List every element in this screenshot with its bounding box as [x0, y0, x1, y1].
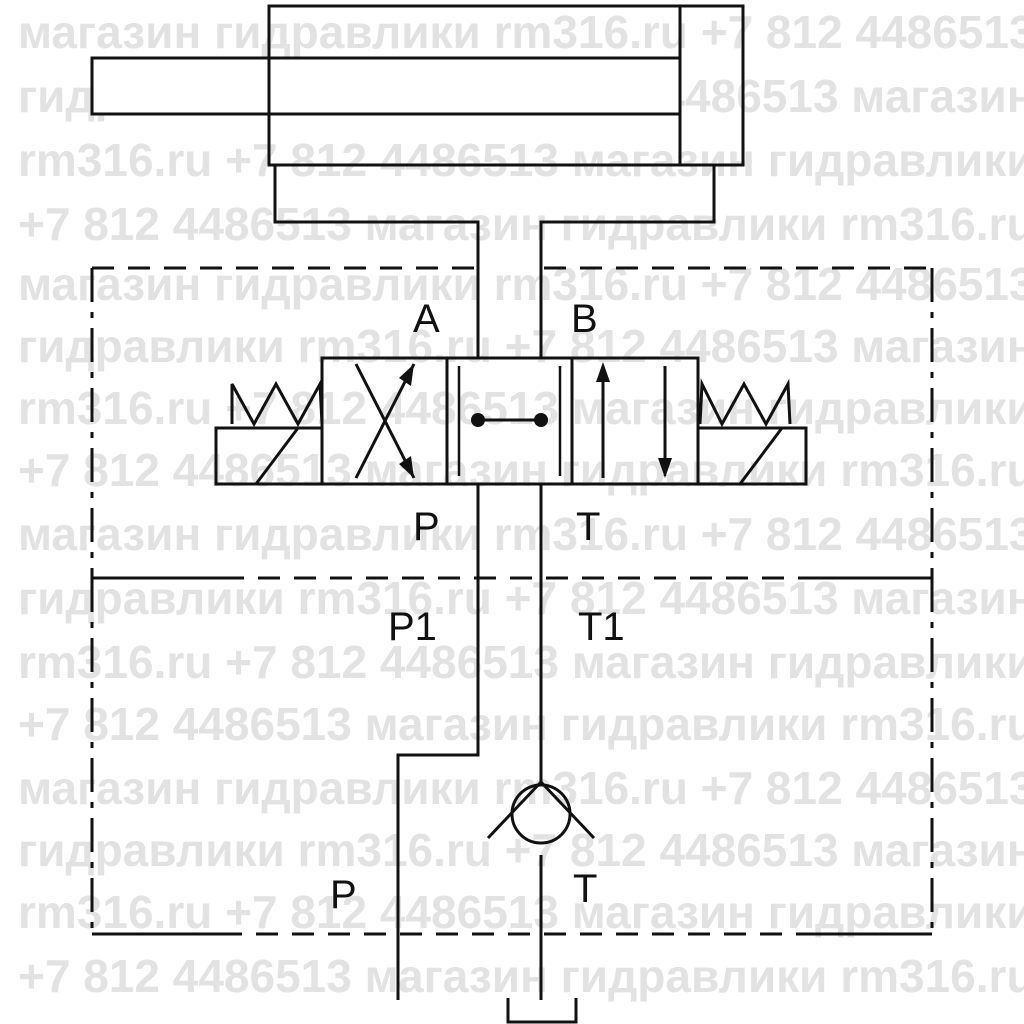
- watermark-line: магазин гидравлики rm316.ru +7 812 44865…: [18, 508, 1024, 560]
- right-solenoid: [696, 426, 808, 486]
- watermark-line: rm316.ru +7 812 4486513 магазин гидравли…: [18, 636, 1024, 688]
- watermark-line: гидравлики rm316.ru +7 812 4486513 магаз…: [18, 320, 1024, 372]
- line-to-port-b: [539, 165, 716, 358]
- outlet-t-label: T: [573, 867, 597, 911]
- subplate-block: [90, 576, 934, 936]
- directional-valve: [320, 356, 700, 486]
- valve-t-label: T: [576, 505, 600, 549]
- port-a-label: A: [413, 297, 440, 341]
- check-valve: [486, 779, 596, 845]
- arrow-up-icon: [596, 362, 610, 382]
- watermark-line: гидравлики rm316.ru +7 812 4486513 магаз…: [18, 824, 1024, 876]
- right-actuator: [696, 378, 808, 486]
- valve-p-label: P: [413, 505, 440, 549]
- junction-dot-icon: [534, 413, 548, 427]
- left-spring-icon: [230, 378, 324, 428]
- check-valve-seat-icon: [486, 779, 596, 840]
- watermark-line: магазин гидравлики rm316.ru +7 812 44865…: [18, 258, 1024, 310]
- line-to-port-a: [273, 165, 480, 358]
- cross-flow-line: [354, 363, 416, 479]
- arrow-down-icon: [658, 458, 672, 478]
- watermark-line: гидравлики rm316.ru +7 812 4486513 магаз…: [18, 572, 1024, 624]
- cylinder-rod: [90, 56, 682, 116]
- port-t1-label: T1: [578, 605, 625, 649]
- tank-reservoir-icon: [506, 998, 578, 1024]
- watermark: магазин гидравлики rm316.ru +7 812 44865…: [18, 6, 1024, 1002]
- hydraulic-cylinder: [90, 4, 745, 167]
- watermark-line: rm316.ru +7 812 4486513 магазин гидравли…: [18, 134, 1024, 186]
- right-spring-icon: [698, 378, 792, 428]
- cylinder-lines: [273, 165, 716, 358]
- junction-dot-icon: [471, 413, 485, 427]
- port-labels: A B P T P1 T1 P T: [330, 297, 625, 917]
- watermark-line: магазин гидравлики rm316.ru +7 812 44865…: [18, 6, 1024, 58]
- port-b-label: B: [571, 297, 598, 341]
- solenoid-winding-icon: [254, 427, 300, 485]
- watermark-line: rm316.ru +7 812 4486513 магазин гидравли…: [18, 886, 1024, 938]
- tank-symbol-icon: [506, 998, 578, 1024]
- watermark-line: +7 812 4486513 магазин гидравлики rm316.…: [18, 444, 1024, 496]
- watermark-line: rm316.ru +7 812 4486513 магазин гидравли…: [18, 382, 1024, 434]
- left-actuator: [214, 378, 324, 486]
- arrow-head-icon: [399, 456, 414, 478]
- flow-lines: [396, 484, 543, 1000]
- watermark-line: +7 812 4486513 магазин гидравлики rm316.…: [18, 950, 1024, 1002]
- watermark-line: +7 812 4486513 магазин гидравлики rm316.…: [18, 198, 1024, 250]
- left-solenoid: [214, 426, 324, 486]
- port-p1-label: P1: [388, 605, 437, 649]
- pressure-line: [396, 484, 480, 1000]
- valve-housing: [90, 266, 934, 578]
- watermark-line: +7 812 4486513 магазин гидравлики rm316.…: [18, 698, 1024, 750]
- inlet-p-label: P: [330, 873, 357, 917]
- solenoid-winding-icon: [738, 427, 784, 485]
- watermark-line: магазин гидравлики rm316.ru +7 812 44865…: [18, 762, 1024, 814]
- arrow-head-icon: [399, 364, 414, 386]
